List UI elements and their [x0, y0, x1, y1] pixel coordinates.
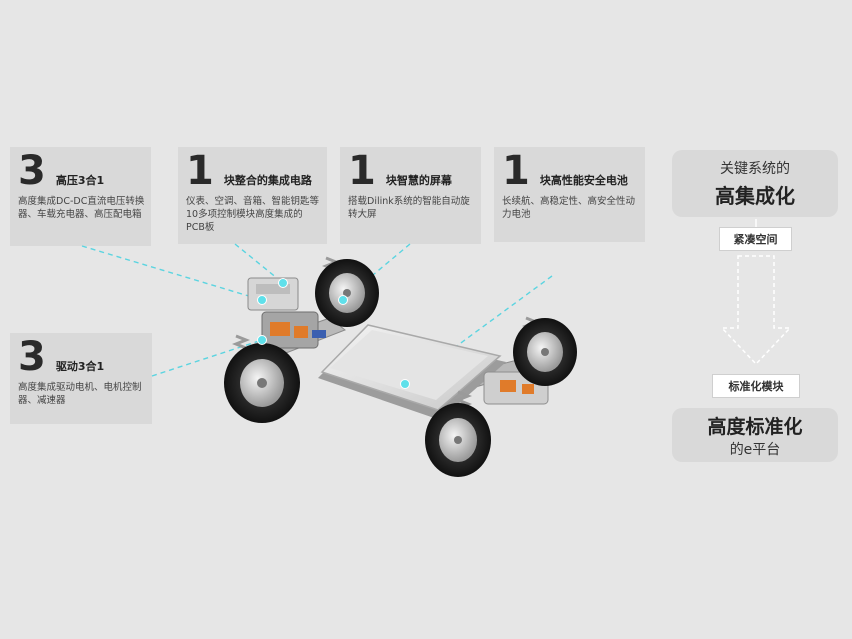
flow-arrow-icon — [720, 255, 792, 366]
card-title: 块高性能安全电池 — [539, 174, 628, 187]
card-safety-battery: 1 块高性能安全电池 长续航、高稳定性、高安全性动力电池 — [494, 147, 645, 242]
integration-summary: 关键系统的 高集成化 — [672, 150, 838, 217]
card-drive: 3 驱动3合1 高度集成驱动电机、电机控制器、减速器 — [10, 333, 152, 424]
battery-pack — [318, 324, 506, 420]
card-title: 块整合的集成电路 — [223, 174, 312, 187]
card-description: 搭载Dilink系统的智能自动旋转大屏 — [348, 196, 470, 220]
summary-line2: 高集成化 — [715, 184, 795, 208]
tag-compact-space: 紧凑空间 — [719, 227, 792, 251]
card-number: 3 — [18, 334, 46, 380]
wheel-rear-right — [513, 318, 577, 386]
tag-standard-module: 标准化模块 — [712, 374, 800, 398]
card-number: 3 — [18, 148, 46, 194]
card-description: 仪表、空调、音箱、智能钥匙等10多项控制模块高度集成的PCB板 — [186, 196, 320, 233]
card-number: 1 — [502, 148, 530, 194]
card-high-voltage: 3 高压3合1 高度集成DC-DC直流电压转换器、车载充电器、高压配电箱 — [10, 147, 151, 246]
card-number: 1 — [348, 148, 376, 194]
platform-line1: 高度标准化 — [707, 415, 803, 438]
card-integrated-circuit: 1 块整合的集成电路 仪表、空调、音箱、智能钥匙等10多项控制模块高度集成的PC… — [178, 147, 327, 244]
card-title: 高压3合1 — [55, 174, 105, 187]
card-number: 1 — [186, 148, 214, 194]
callout-dots — [257, 278, 410, 389]
card-description: 高度集成驱动电机、电机控制器、减速器 — [18, 382, 142, 406]
platform-summary: 高度标准化 的e平台 — [672, 408, 838, 462]
wheel-front-right — [315, 259, 379, 327]
card-description: 高度集成DC-DC直流电压转换器、车载充电器、高压配电箱 — [18, 196, 145, 220]
summary-line1: 关键系统的 — [720, 161, 790, 177]
wheel-front-left — [224, 343, 300, 423]
platform-line2: 的e平台 — [729, 441, 781, 458]
card-title: 驱动3合1 — [55, 360, 105, 373]
card-smart-screen: 1 块智慧的屏幕 搭载Dilink系统的智能自动旋转大屏 — [340, 147, 481, 244]
card-title: 块智慧的屏幕 — [385, 174, 452, 187]
card-description: 长续航、高稳定性、高安全性动力电池 — [502, 196, 636, 220]
wheel-rear-left — [425, 403, 491, 477]
